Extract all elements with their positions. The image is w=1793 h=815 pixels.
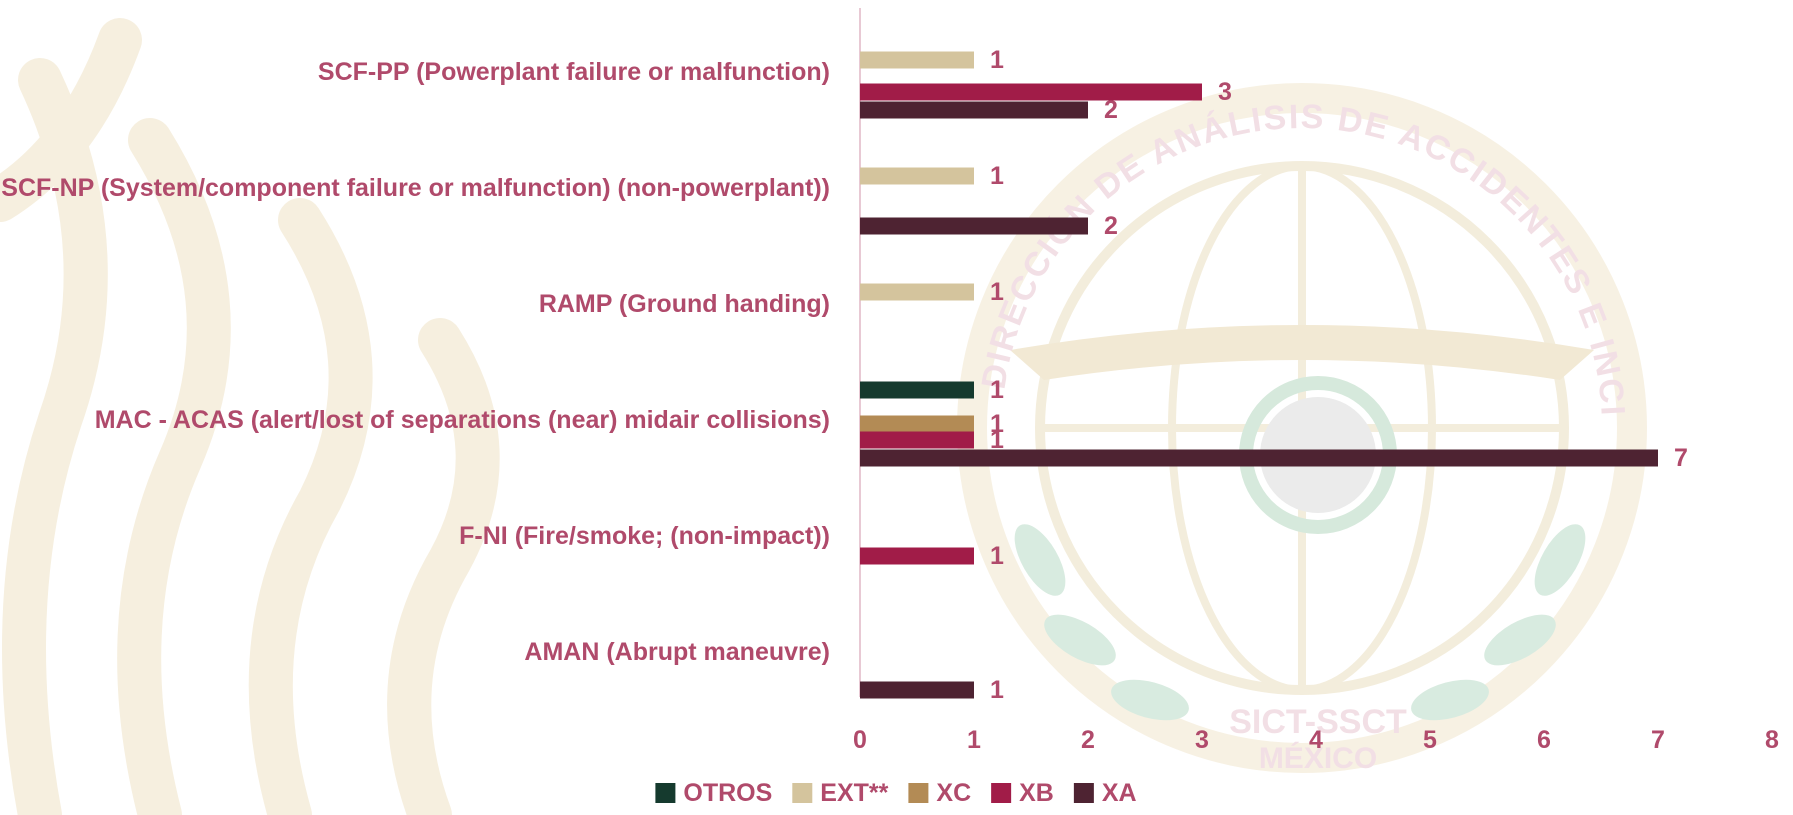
x-tick-label: 8 [1765, 726, 1779, 754]
legend-label: XC [936, 779, 971, 807]
x-tick-label: 4 [1309, 726, 1323, 754]
data-label: 7 [1674, 444, 1688, 472]
legend-swatch [655, 783, 676, 803]
x-tick-label: 3 [1195, 726, 1209, 754]
category-label: AMAN (Abrupt maneuvre) [524, 637, 830, 666]
bar-xb [860, 431, 974, 449]
left-pattern-watermark [0, 18, 500, 815]
legend: OTROS EXT** XC XB XA [655, 779, 1137, 807]
legend-item-xa: XA [1073, 779, 1137, 807]
category-label: MAC - ACAS (alert/lost of separations (n… [94, 405, 830, 434]
legend-label: OTROS [683, 779, 772, 807]
bars-group [859, 8, 1658, 699]
bar-xa [860, 681, 974, 699]
legend-item-otros: OTROS [655, 779, 772, 807]
data-label: 1 [990, 46, 1004, 74]
data-label: 1 [990, 162, 1004, 190]
bar-xa [860, 449, 1658, 467]
legend-label: EXT** [820, 779, 888, 807]
category-label: SCF-NP (System/component failure or malf… [1, 173, 830, 202]
bar-xb [860, 83, 1202, 101]
bar-xc [860, 415, 974, 433]
x-tick-label: 0 [853, 726, 867, 754]
data-label: 1 [990, 376, 1004, 404]
data-label: 1 [990, 278, 1004, 306]
watermark-line2: MÉXICO [1259, 741, 1377, 775]
data-label: 1 [990, 676, 1004, 704]
data-label: 1 [990, 426, 1004, 454]
bar-xb [860, 547, 974, 565]
legend-swatch [792, 783, 813, 803]
legend-item-xb: XB [991, 779, 1054, 807]
bar-otros [860, 381, 974, 399]
bar-ext [860, 167, 974, 185]
data-label: 2 [1104, 212, 1118, 240]
data-label: 1 [990, 542, 1004, 570]
legend-label: XB [1019, 779, 1054, 807]
data-label: 1 [990, 410, 1004, 438]
category-label: RAMP (Ground handing) [538, 289, 830, 318]
legend-swatch [991, 783, 1012, 803]
legend-item-xc: XC [908, 779, 971, 807]
data-label: 2 [1104, 96, 1118, 124]
bar-ext [860, 283, 974, 301]
x-tick-label: 2 [1081, 726, 1095, 754]
x-tick-label: 1 [967, 726, 981, 754]
x-tick-label: 6 [1537, 726, 1551, 754]
category-label: F-NI (Fire/smoke; (non-impact)) [459, 521, 830, 550]
watermark-line1: SICT-SSCT [1229, 703, 1407, 741]
legend-item-ext: EXT** [792, 779, 889, 807]
legend-swatch [1073, 783, 1094, 803]
bar-xa [860, 101, 1088, 119]
data-label: 3 [1218, 78, 1232, 106]
x-tick-label: 5 [1423, 726, 1437, 754]
category-label: SCF-PP (Powerplant failure or malfunctio… [317, 57, 830, 86]
x-tick-label: 7 [1651, 726, 1665, 754]
bar-xa [860, 217, 1088, 235]
legend-swatch [908, 783, 929, 803]
legend-label: XA [1102, 779, 1137, 807]
x-axis-ticks: 0 1 2 3 4 5 6 7 8 [853, 726, 1779, 754]
bar-ext [860, 51, 974, 69]
